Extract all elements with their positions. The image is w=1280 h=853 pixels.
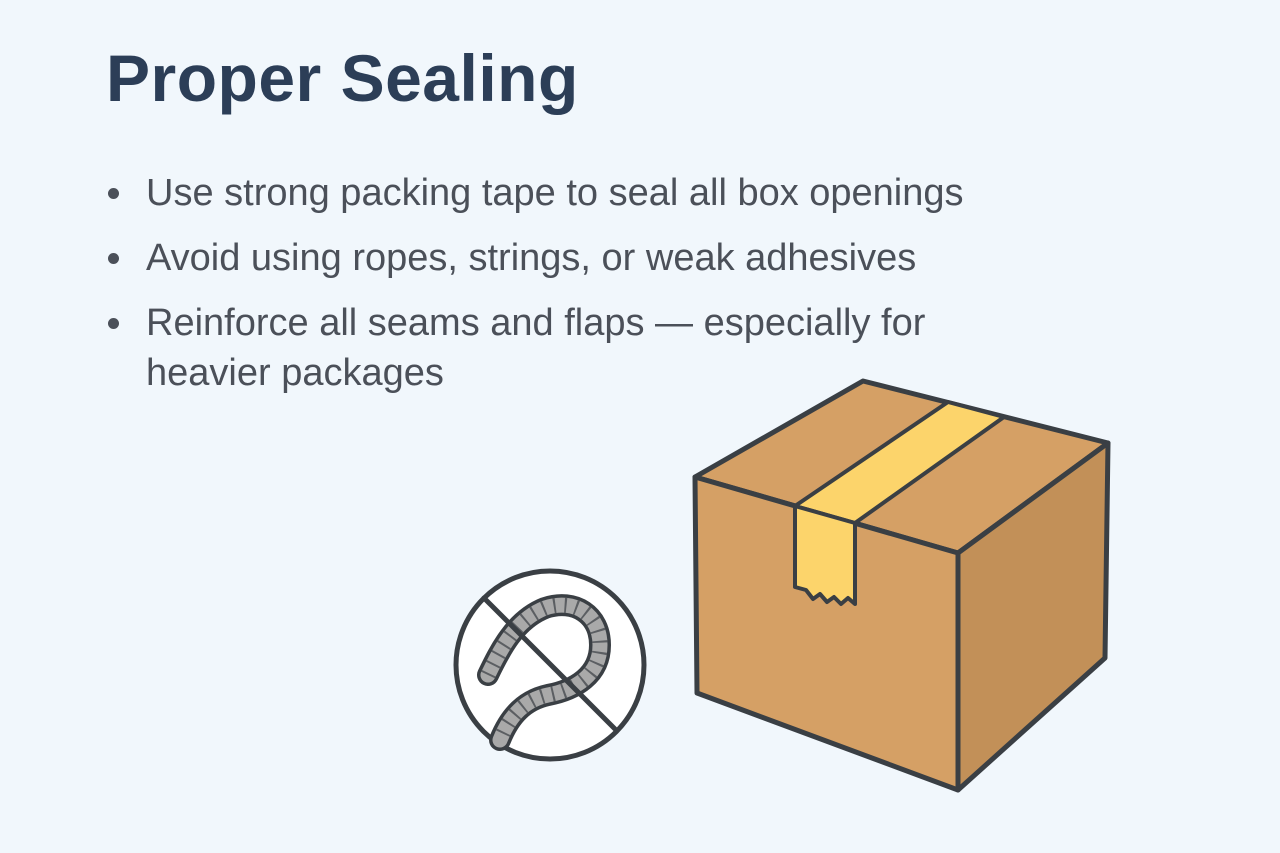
bullet-dot-icon <box>108 253 119 264</box>
bullet-item: Use strong packing tape to seal all box … <box>106 168 1106 218</box>
bullet-item: Avoid using ropes, strings, or weak adhe… <box>106 233 1106 283</box>
no-rope-icon <box>453 568 647 762</box>
bullet-list: Use strong packing tape to seal all box … <box>106 168 1106 413</box>
bullet-item: Reinforce all seams and flaps — especial… <box>106 298 1106 398</box>
page-title: Proper Sealing <box>106 41 579 115</box>
bullet-dot-icon <box>108 188 119 199</box>
sealed-box-icon <box>692 378 1111 793</box>
bullet-dot-icon <box>108 318 119 329</box>
